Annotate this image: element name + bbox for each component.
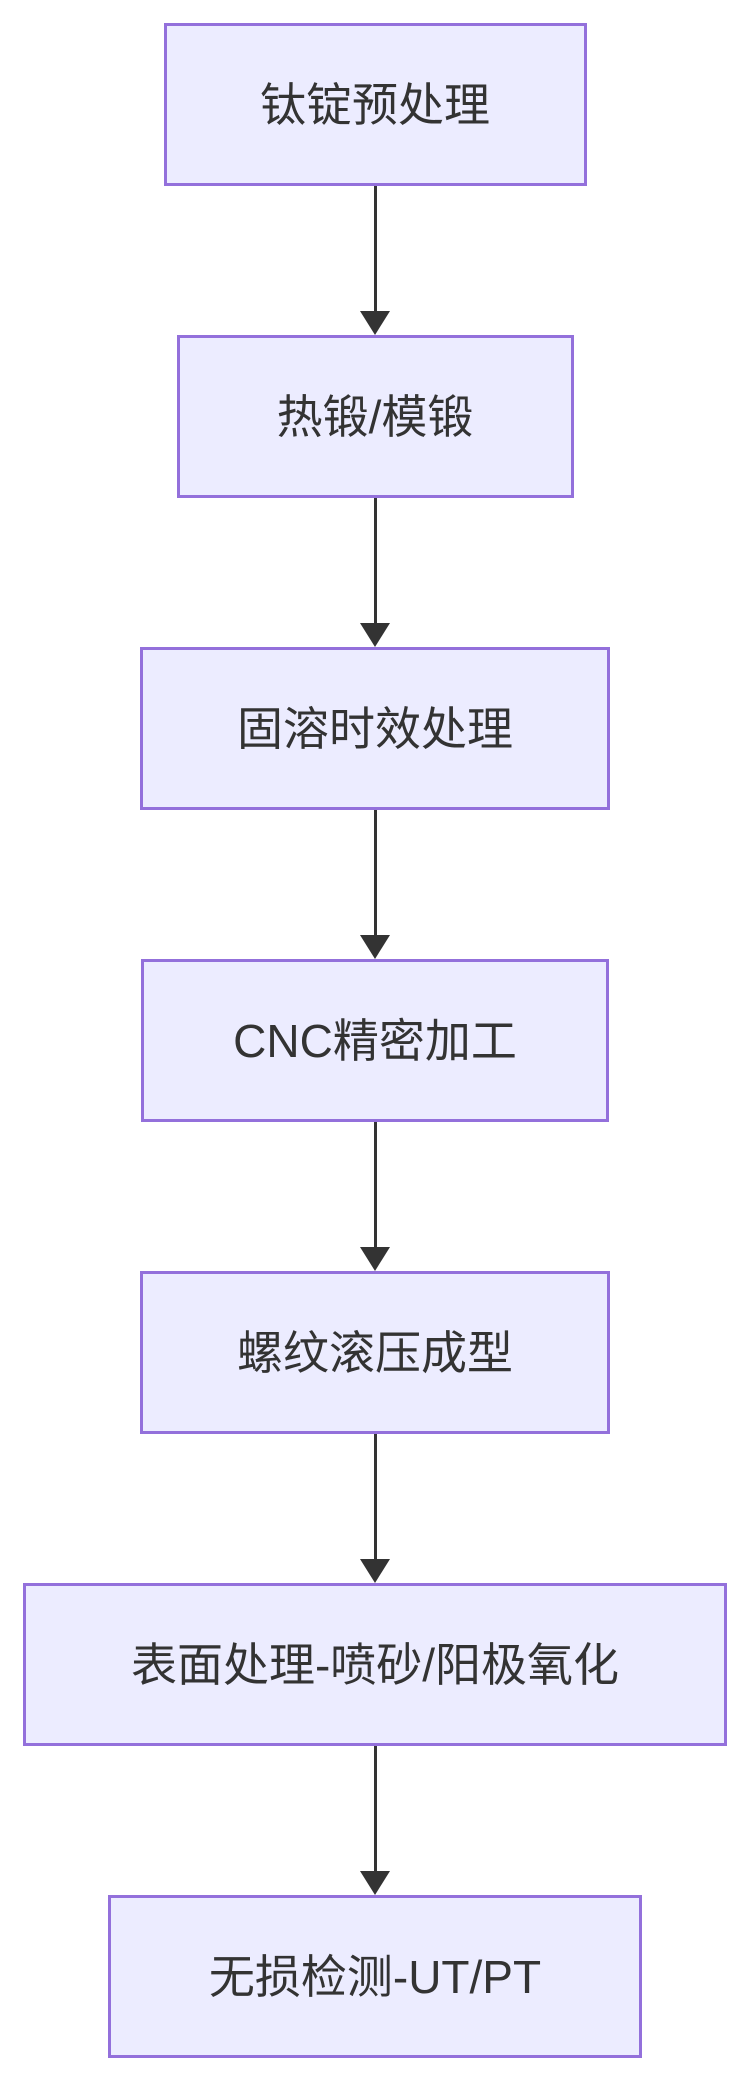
arrowhead-down-icon: [360, 935, 390, 959]
node-label: 热锻/模锻: [276, 390, 474, 443]
flow-arrow-1: [360, 186, 390, 335]
node-ndt-inspection: 无损检测-UT/PT: [108, 1895, 642, 2058]
arrowhead-down-icon: [360, 1871, 390, 1895]
arrow-line: [373, 186, 377, 312]
node-label: 表面处理-喷砂/阳极氧化: [130, 1638, 620, 1691]
arrow-line: [373, 1434, 377, 1560]
node-label: CNC精密加工: [233, 1014, 517, 1067]
arrow-line: [373, 1746, 377, 1872]
node-label: 螺纹滚压成型: [237, 1326, 513, 1379]
arrow-line: [373, 1122, 377, 1248]
flow-arrow-2: [360, 498, 390, 647]
flow-arrow-6: [360, 1746, 390, 1895]
node-label: 钛锭预处理: [260, 78, 490, 131]
arrowhead-down-icon: [360, 623, 390, 647]
node-label: 固溶时效处理: [237, 702, 513, 755]
arrow-line: [373, 810, 377, 936]
node-thread-rolling: 螺纹滚压成型: [140, 1271, 610, 1434]
flow-arrow-4: [360, 1122, 390, 1271]
arrow-line: [373, 498, 377, 624]
arrowhead-down-icon: [360, 1559, 390, 1583]
node-surface-treatment: 表面处理-喷砂/阳极氧化: [23, 1583, 727, 1746]
arrowhead-down-icon: [360, 311, 390, 335]
node-label: 无损检测-UT/PT: [208, 1950, 542, 2003]
node-ingot-pretreatment: 钛锭预处理: [163, 23, 587, 186]
arrowhead-down-icon: [360, 1247, 390, 1271]
node-cnc-machining: CNC精密加工: [141, 959, 609, 1122]
flow-arrow-3: [360, 810, 390, 959]
flow-arrow-5: [360, 1434, 390, 1583]
node-hot-forging: 热锻/模锻: [176, 335, 574, 498]
node-solution-aging-treatment: 固溶时效处理: [140, 647, 610, 810]
